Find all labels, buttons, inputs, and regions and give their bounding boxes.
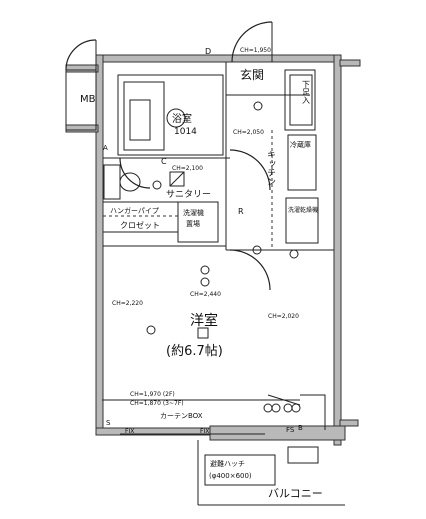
ch-entrance: CH=1,950 <box>240 47 271 54</box>
hatch-label-2: (φ400×600) <box>209 472 252 480</box>
interior-doors <box>119 149 271 291</box>
laundry-label: 洗濯乾燥機 <box>288 206 318 214</box>
ch-left: CH=2,220 <box>112 300 143 307</box>
fix-label-2: FIX <box>200 428 209 435</box>
bath-size-label: 1014 <box>174 127 197 137</box>
curtain-box-label: カーテンBOX <box>160 412 203 420</box>
a-mark: A <box>103 144 108 152</box>
room-size-label: (約6.7帖) <box>166 344 223 359</box>
interior-partitions <box>103 62 334 339</box>
entrance-door <box>231 21 273 63</box>
ch-bottom-1: CH=1,970 (2F) <box>130 391 175 398</box>
outer-walls <box>65 54 361 446</box>
ch-right: CH=2,020 <box>268 313 299 320</box>
d-mark: D <box>205 47 211 56</box>
washer-label-1: 洗濯機 <box>183 208 204 217</box>
fix-label-1: FIX <box>125 428 134 435</box>
bath-label: 浴室 <box>172 112 192 125</box>
mb-cupboard <box>65 39 97 131</box>
kitchen-label: キッチン <box>265 150 276 186</box>
b-mark: B <box>298 424 303 432</box>
mb-label: MB <box>80 94 96 105</box>
c-mark: C <box>161 157 167 166</box>
balcony-label: バルコニー <box>268 487 323 500</box>
shoebox-label: 下足入 <box>302 80 311 104</box>
ch-kitchen: CH=2,050 <box>233 129 264 136</box>
ch-closet: CH=2,440 <box>190 291 221 298</box>
washer-label-2: 置場 <box>186 219 200 228</box>
r-mark: R <box>238 207 244 216</box>
hanger-pipe-label: ハンガーパイプ <box>110 206 159 215</box>
room-name-label: 洋室 <box>190 312 218 329</box>
closet-label: クロゼット <box>120 220 160 230</box>
ch-sanitary: CH=2,100 <box>172 165 203 172</box>
sanitary-label: サニタリー <box>166 189 211 200</box>
fs-label: FS <box>286 426 295 434</box>
fridge-label: 冷蔵庫 <box>290 140 311 149</box>
entrance-label: 玄関 <box>240 67 264 82</box>
hatch-label-1: 避難ハッチ <box>210 459 245 468</box>
balcony-area <box>102 394 345 506</box>
s-mark: S <box>106 419 111 427</box>
ch-bottom-2: CH=1,870 (3~7F) <box>130 400 184 407</box>
floor-plan-labels: MB 玄関 下足入 浴室 1014 サニタリー キッチン 冷蔵庫 洗濯機 置場 … <box>80 47 323 500</box>
